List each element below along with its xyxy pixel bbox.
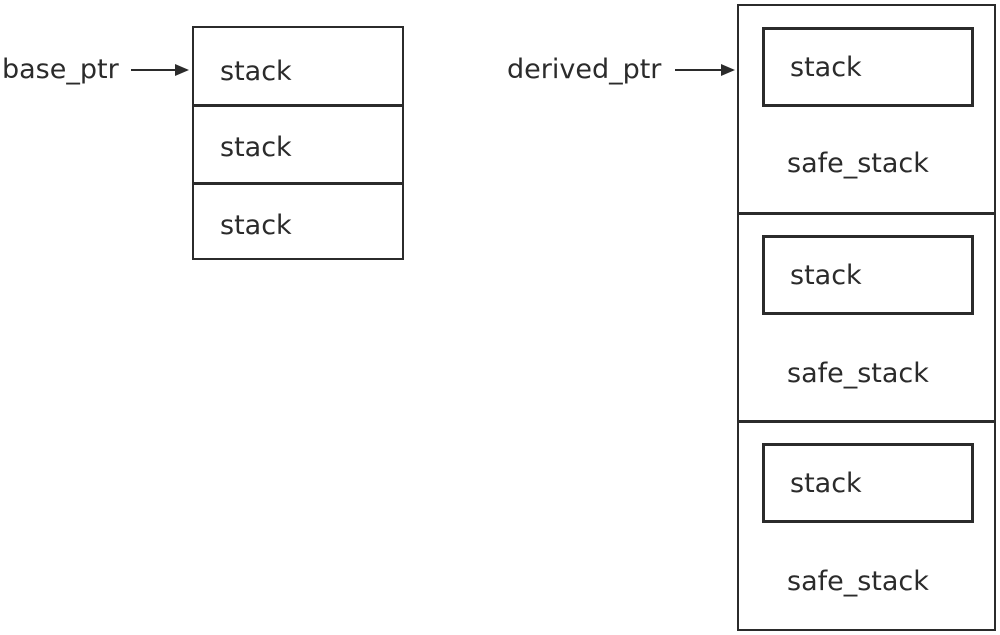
safe-stack-label: safe_stack [787, 566, 929, 597]
base-cell-label: stack [220, 132, 292, 163]
base-cell: stack [194, 106, 402, 183]
safe-stack-label: safe_stack [787, 358, 929, 389]
base-array: stack stack stack [192, 26, 404, 260]
base-divider [194, 104, 402, 107]
base-cell-label: stack [220, 210, 292, 241]
derived-array: stack safe_stack stack safe_stack stack … [737, 4, 996, 631]
stack-subobject-label: stack [790, 260, 862, 291]
stack-subobject-label: stack [790, 468, 862, 499]
derived-cell: stack safe_stack [739, 422, 994, 628]
derived-ptr-label: derived_ptr [507, 54, 662, 85]
derived-cell: stack safe_stack [739, 6, 994, 212]
stack-subobject-box: stack [762, 235, 974, 315]
derived-divider [739, 420, 994, 423]
base-cell-label: stack [220, 56, 292, 87]
stack-subobject-box: stack [762, 27, 974, 107]
derived-divider [739, 212, 994, 215]
derived-cell: stack safe_stack [739, 214, 994, 420]
base-ptr-label: base_ptr [2, 54, 119, 85]
base-cell: stack [194, 28, 402, 105]
stack-subobject-label: stack [790, 52, 862, 83]
stack-subobject-box: stack [762, 443, 974, 523]
base-divider [194, 182, 402, 185]
safe-stack-label: safe_stack [787, 148, 929, 179]
derived-ptr-arrow [675, 64, 735, 76]
base-ptr-arrow [131, 64, 189, 76]
base-cell: stack [194, 184, 402, 260]
